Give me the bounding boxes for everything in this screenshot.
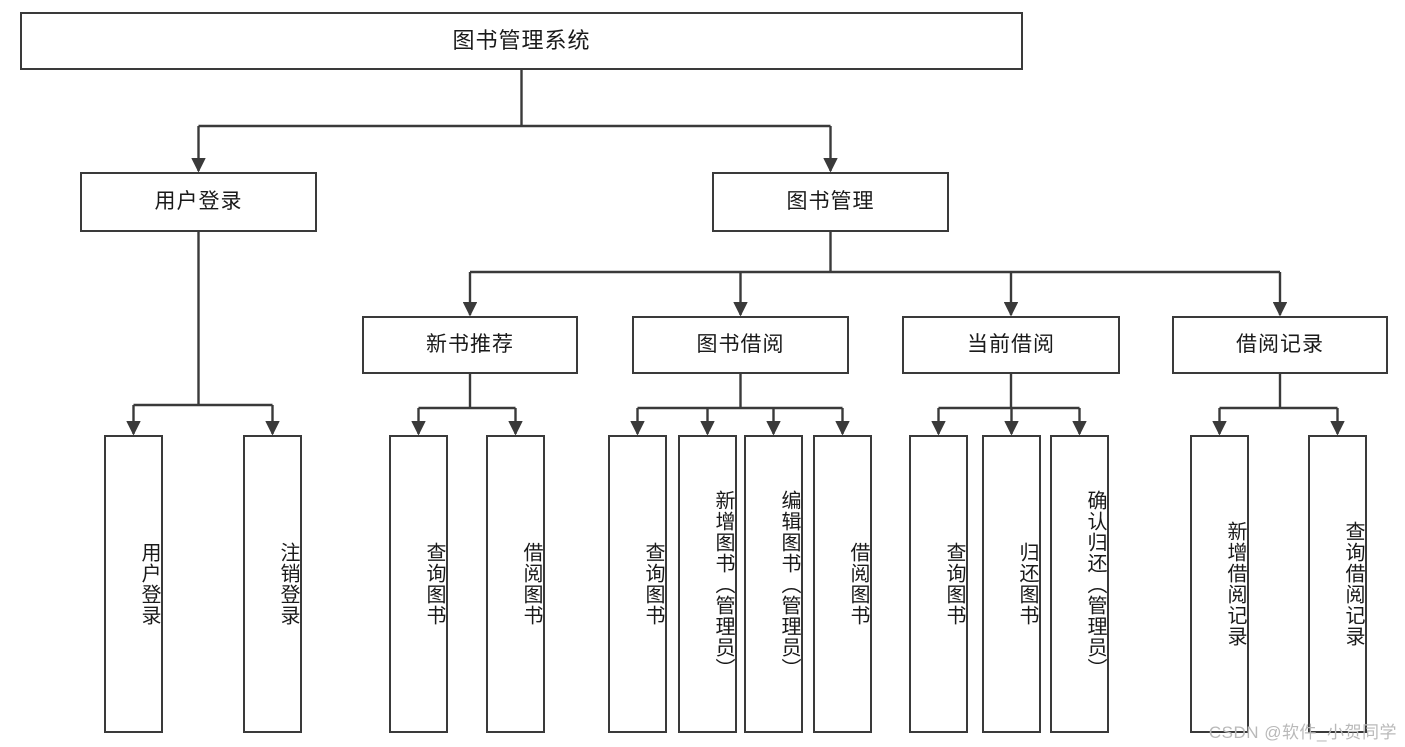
node-book-management[interactable]: 图书管理: [712, 172, 949, 232]
node-current-borrow[interactable]: 当前借阅: [902, 316, 1120, 374]
node-leaf-confirm-return-admin[interactable]: 确认归还（管理员）: [1050, 435, 1109, 733]
node-root-system[interactable]: 图书管理系统: [20, 12, 1023, 70]
node-user-login[interactable]: 用户登录: [80, 172, 317, 232]
node-label: 新增借阅记录: [1224, 521, 1246, 647]
node-book-borrow[interactable]: 图书借阅: [632, 316, 849, 374]
node-label: 查询图书: [423, 542, 445, 626]
watermark: CSDN @软件_小贺同学: [1208, 723, 1397, 742]
node-label: 借阅图书: [847, 542, 869, 626]
node-leaf-user-logout[interactable]: 注销登录: [243, 435, 302, 733]
node-new-book-recommend[interactable]: 新书推荐: [362, 316, 578, 374]
node-label: 用户登录: [154, 190, 243, 214]
node-label: 图书管理系统: [452, 27, 591, 53]
node-leaf-query-book-borrow[interactable]: 查询图书: [608, 435, 667, 733]
node-label: 编辑图书（管理员）: [778, 489, 800, 679]
node-leaf-borrow-book[interactable]: 借阅图书: [813, 435, 872, 733]
node-label: 归还图书: [1016, 542, 1038, 626]
node-leaf-query-borrow-record[interactable]: 查询借阅记录: [1308, 435, 1367, 733]
node-label: 注销登录: [277, 542, 299, 626]
node-leaf-user-login[interactable]: 用户登录: [104, 435, 163, 733]
node-leaf-borrow-book-recommend[interactable]: 借阅图书: [486, 435, 545, 733]
node-leaf-edit-book-admin[interactable]: 编辑图书（管理员）: [744, 435, 803, 733]
node-label: 查询借阅记录: [1342, 521, 1364, 647]
node-label: 确认归还（管理员）: [1084, 489, 1106, 679]
node-label: 图书管理: [786, 190, 875, 214]
node-leaf-return-book[interactable]: 归还图书: [982, 435, 1041, 733]
node-label: 图书借阅: [696, 333, 785, 357]
node-label: 查询图书: [943, 542, 965, 626]
node-borrow-record[interactable]: 借阅记录: [1172, 316, 1388, 374]
node-label: 新书推荐: [426, 333, 514, 357]
node-leaf-query-book-current[interactable]: 查询图书: [909, 435, 968, 733]
node-label: 查询图书: [642, 542, 664, 626]
node-leaf-add-book-admin[interactable]: 新增图书（管理员）: [678, 435, 737, 733]
node-label: 借阅图书: [520, 542, 542, 626]
node-label: 新增图书（管理员）: [712, 489, 734, 679]
node-leaf-query-book-recommend[interactable]: 查询图书: [389, 435, 448, 733]
node-label: 借阅记录: [1236, 333, 1324, 357]
node-leaf-add-borrow-record[interactable]: 新增借阅记录: [1190, 435, 1249, 733]
node-label: 当前借阅: [967, 333, 1055, 357]
node-label: 用户登录: [138, 542, 160, 626]
